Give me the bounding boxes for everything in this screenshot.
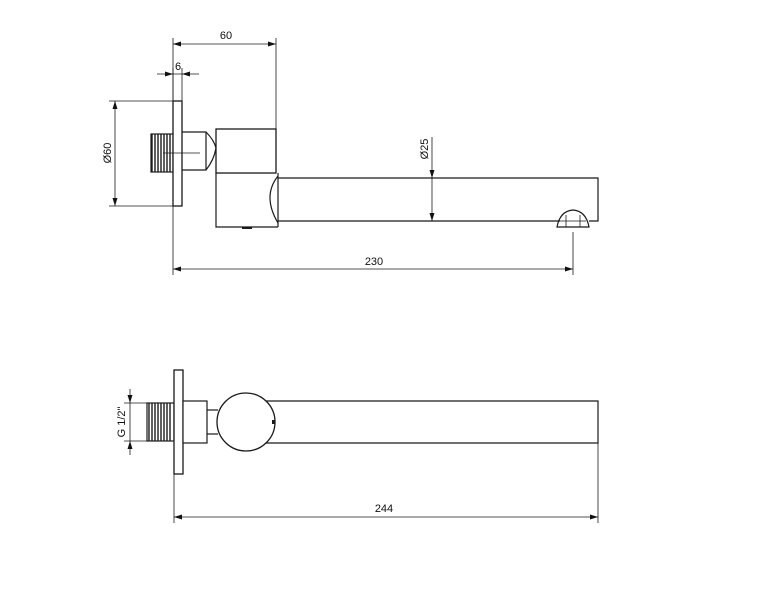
dim-6: 6: [157, 61, 199, 101]
dim-230: 230: [172, 206, 574, 275]
bottom-flange: [173, 369, 184, 475]
bottom-knob: [216, 392, 276, 452]
bottom-thread-stub: [146, 402, 175, 442]
dim-diameter-60: Ø60: [102, 100, 173, 207]
bottom-view: G 1/2" 244: [116, 369, 599, 523]
dim-diameter-60-label: Ø60: [102, 143, 114, 164]
dim-60-label: 60: [220, 30, 232, 42]
bottom-spout: [260, 400, 599, 444]
dim-244: 244: [173, 443, 599, 523]
top-aerator: [556, 209, 590, 228]
dim-thread-label: G 1/2": [116, 407, 128, 438]
top-body-block: [215, 128, 277, 174]
top-neck: [182, 131, 217, 171]
dim-diameter-25: Ø25: [419, 137, 435, 221]
bottom-neck: [182, 400, 208, 444]
top-view: 60 6 Ø60 Ø25: [102, 30, 599, 275]
dim-6-label: 6: [175, 61, 181, 73]
dim-60: 60: [172, 30, 277, 129]
dim-thread: G 1/2": [116, 389, 147, 455]
top-spout: [278, 177, 599, 222]
dim-244-label: 244: [375, 503, 393, 515]
top-lower-block: [215, 173, 279, 228]
dim-diameter-25-label: Ø25: [419, 139, 431, 160]
top-flange: [172, 100, 183, 207]
dim-230-label: 230: [365, 256, 383, 268]
